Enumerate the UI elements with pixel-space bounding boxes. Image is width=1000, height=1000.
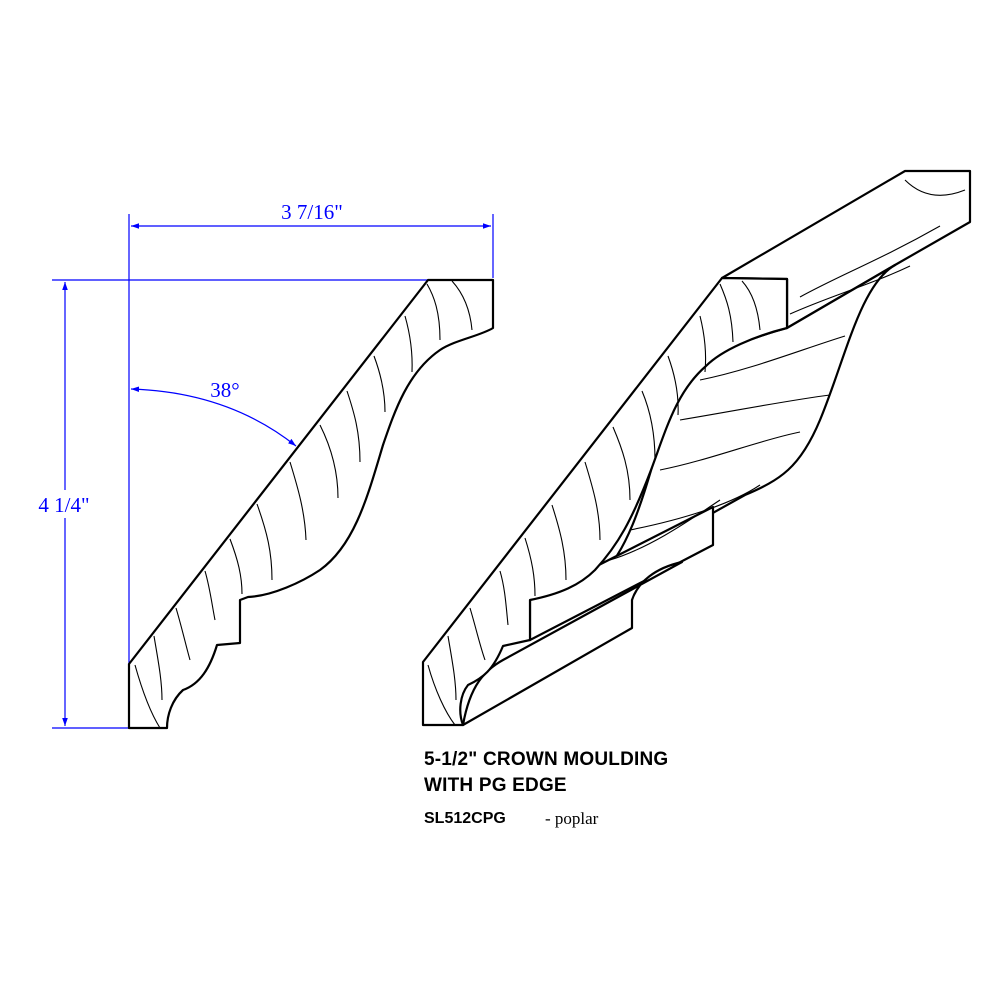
- height-label: 4 1/4": [38, 493, 89, 517]
- moulding-isometric: [421, 169, 972, 727]
- product-code: SL512CPG: [424, 810, 506, 827]
- profile-outline: [127, 278, 495, 730]
- iso-grain: [427, 179, 966, 726]
- title-line-2: WITH PG EDGE: [424, 775, 567, 796]
- title-line-1: 5-1/2" CROWN MOULDING: [424, 749, 669, 770]
- angle-label: 38°: [210, 378, 239, 402]
- angle-arc: [130, 386, 297, 447]
- iso-end-face: [421, 276, 789, 727]
- iso-bottom-band: [461, 560, 684, 727]
- width-label: 3 7/16": [281, 200, 343, 224]
- moulding-profile: [127, 278, 495, 730]
- profile-grain: [134, 280, 473, 729]
- wood-species: - poplar: [545, 809, 599, 828]
